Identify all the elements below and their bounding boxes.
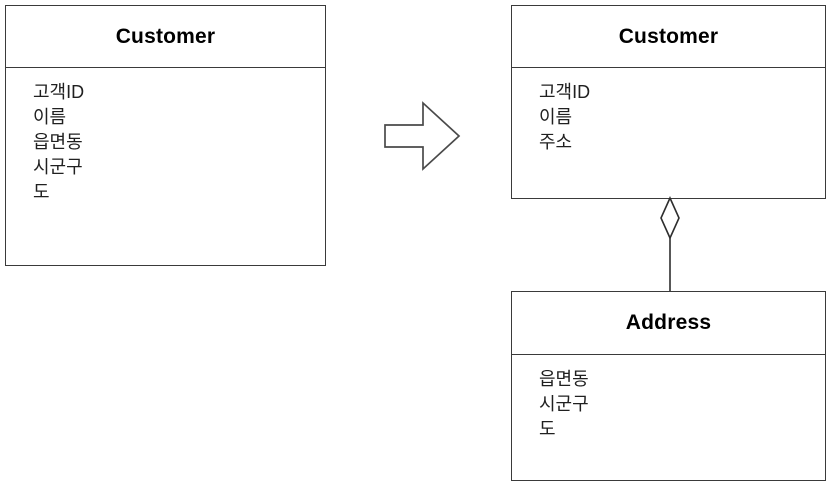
attribute-row: 고객ID bbox=[33, 82, 85, 102]
hollow-diamond-icon bbox=[660, 196, 680, 240]
attribute-row: 시군구 bbox=[33, 157, 83, 177]
attribute-row: 읍면동 bbox=[539, 369, 589, 389]
attribute-row: 시군구 bbox=[539, 394, 589, 414]
attribute-row: 주소 bbox=[539, 132, 573, 152]
attribute-row: 읍면동 bbox=[33, 132, 83, 152]
attribute-row: 이름 bbox=[539, 107, 573, 127]
class-attributes-customer-before: 고객ID 이름 읍면동 시군구 도 bbox=[6, 68, 325, 205]
class-box-customer-before[interactable]: Customer 고객ID 이름 읍면동 시군구 도 bbox=[5, 5, 326, 266]
class-header-customer-after: Customer bbox=[512, 6, 825, 68]
aggregation-relationship bbox=[655, 196, 689, 294]
class-title: Customer bbox=[618, 24, 719, 48]
right-block-arrow-icon bbox=[383, 100, 461, 172]
class-box-address[interactable]: Address 읍면동 시군구 도 bbox=[511, 291, 826, 481]
class-title: Address bbox=[625, 311, 712, 334]
class-title: Customer bbox=[115, 24, 216, 48]
class-header-address: Address bbox=[512, 292, 825, 355]
attribute-row: 이름 bbox=[33, 107, 67, 127]
class-header-customer-before: Customer bbox=[6, 6, 325, 68]
attribute-row: 고객ID bbox=[539, 82, 591, 102]
class-attributes-address: 읍면동 시군구 도 bbox=[512, 355, 825, 442]
attribute-row: 도 bbox=[539, 419, 556, 439]
class-box-customer-after[interactable]: Customer 고객ID 이름 주소 bbox=[511, 5, 826, 199]
attribute-row: 도 bbox=[33, 182, 50, 202]
class-attributes-customer-after: 고객ID 이름 주소 bbox=[512, 68, 825, 155]
